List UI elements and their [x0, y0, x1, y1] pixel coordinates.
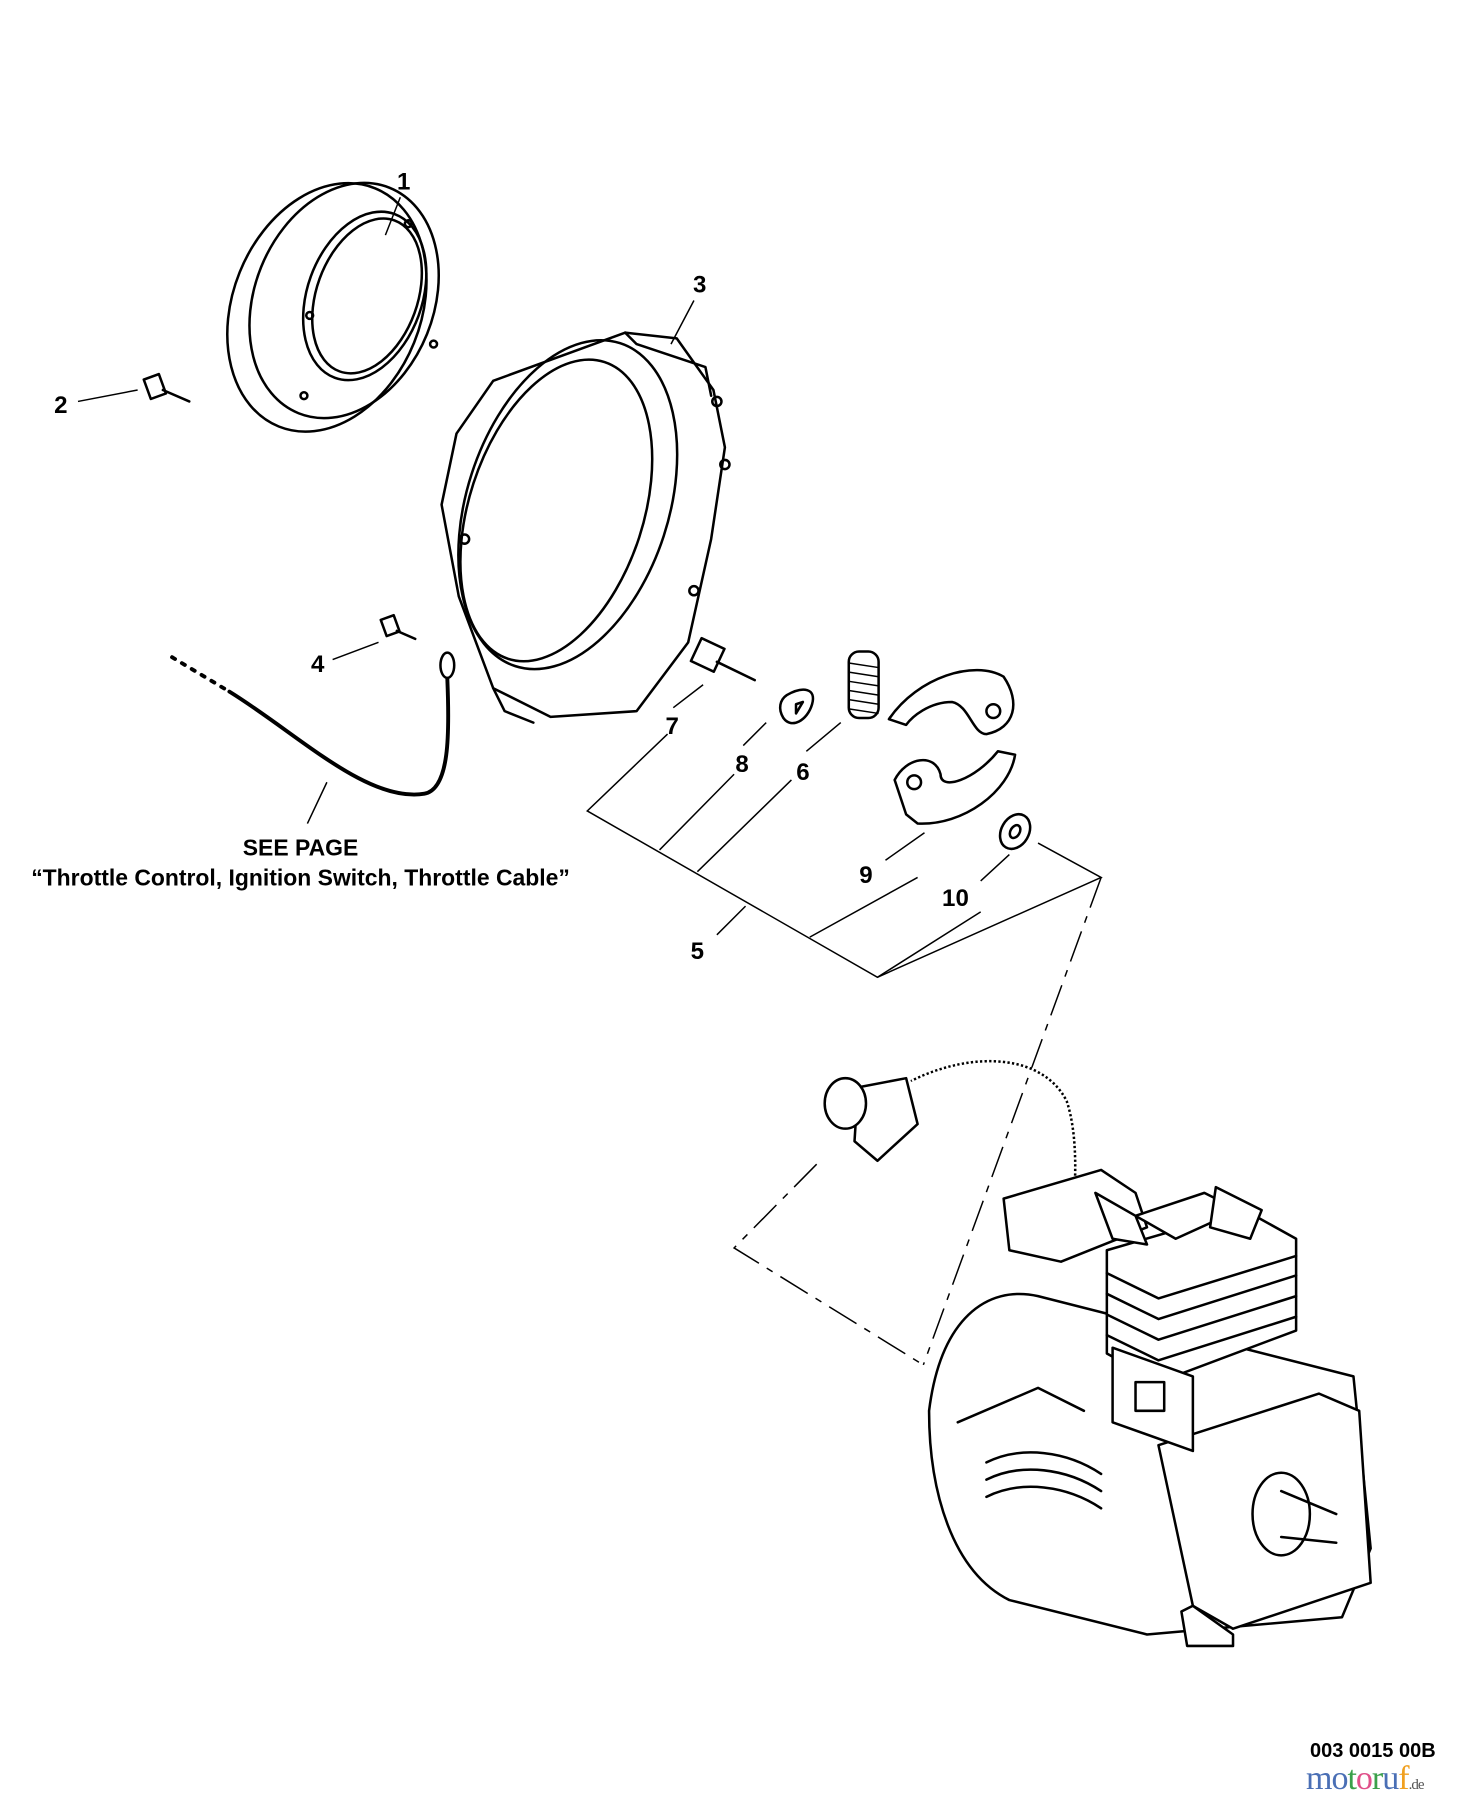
see-page-reference: “Throttle Control, Ignition Switch, Thro… — [31, 864, 570, 890]
watermark-letters: motoruf — [1306, 1760, 1410, 1797]
callout-1: 1 — [397, 168, 410, 195]
part-6-spring — [847, 650, 880, 720]
callout-labels: 1 2 3 4 7 8 6 9 10 5 SEE PAGE “Throttle … — [31, 168, 969, 965]
drawing-code: 003 0015 00B — [1310, 1740, 1436, 1762]
part-9-clutch-shoes — [887, 668, 1017, 825]
part-4-screw — [379, 613, 417, 641]
callout-2: 2 — [54, 392, 67, 419]
watermark-letter: u — [1382, 1760, 1399, 1797]
watermark-letter: o — [1355, 1760, 1373, 1797]
watermark-letter: o — [1331, 1760, 1348, 1797]
watermark-logo: motoruf.de — [1306, 1760, 1425, 1798]
part-2-screw — [142, 372, 191, 403]
watermark-suffix: .de — [1408, 1777, 1425, 1793]
callout-5: 5 — [691, 938, 704, 965]
callout-9: 9 — [859, 862, 872, 889]
watermark-letter: m — [1306, 1760, 1332, 1797]
watermark-letter: r — [1371, 1760, 1383, 1797]
kit-5-bracket — [586, 733, 1103, 1366]
callout-4: 4 — [311, 651, 325, 678]
part-8-washer — [778, 688, 815, 725]
ignition-cable — [170, 651, 456, 797]
part-3-fan-housing — [440, 331, 731, 724]
see-page-heading: SEE PAGE — [243, 835, 359, 861]
callout-10: 10 — [942, 885, 969, 912]
leader-lines — [77, 197, 1010, 882]
callout-7: 7 — [665, 713, 678, 740]
part-10-washer — [998, 812, 1032, 851]
callout-8: 8 — [735, 751, 748, 778]
watermark-letter: f — [1398, 1760, 1409, 1797]
part-7-bolt — [689, 636, 756, 682]
engine-assembly — [823, 1059, 1372, 1648]
watermark-letter: t — [1347, 1760, 1357, 1797]
callout-3: 3 — [693, 271, 706, 298]
part-1-ring — [226, 181, 440, 433]
callout-6: 6 — [796, 759, 809, 786]
